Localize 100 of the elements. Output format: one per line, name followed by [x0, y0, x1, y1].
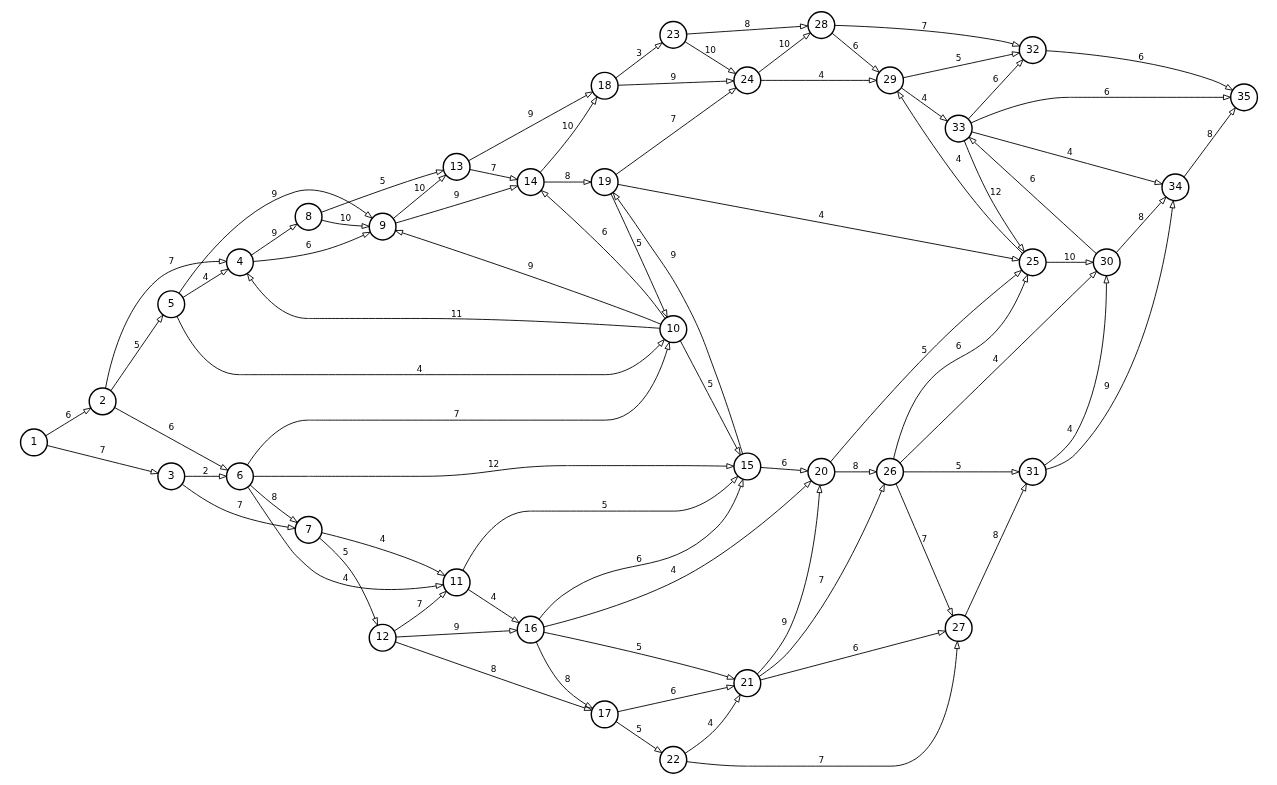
arrow [104, 258, 227, 389]
edge-label: 2 [202, 465, 208, 476]
edge-label: 7 [167, 256, 174, 267]
arrow [181, 268, 229, 298]
edge-label: 9 [670, 72, 676, 83]
arrow [610, 193, 668, 318]
edge-label: 4 [1066, 423, 1073, 434]
edge-label: 4 [818, 209, 824, 220]
node-circle: 4 [225, 248, 254, 277]
arrow [612, 192, 743, 455]
node-circle: 15 [732, 452, 761, 481]
edge-label: 8 [852, 461, 859, 472]
node-circle: 12 [368, 623, 397, 652]
arrow [896, 90, 1023, 254]
node-circle: 17 [590, 700, 619, 729]
arrow [831, 32, 880, 73]
arrow [394, 229, 661, 325]
arrow [1045, 259, 1094, 266]
arrow [535, 641, 593, 709]
arrow [1183, 107, 1236, 178]
edge-label: 9 [270, 189, 277, 200]
arrow [183, 473, 227, 480]
arrow [178, 189, 372, 294]
arrow [252, 231, 371, 262]
edge-label: 4 [416, 363, 422, 374]
arrow [967, 59, 1024, 120]
node-circle: 33 [944, 114, 973, 143]
edge-label: 5 [635, 724, 642, 735]
edge-label: 5 [955, 461, 962, 472]
edge-label: 10 [561, 121, 573, 132]
edge-label: 8 [744, 18, 750, 29]
arrow [247, 486, 444, 590]
arrow [320, 169, 444, 213]
edge-label: 11 [450, 308, 462, 319]
edge-label: 8 [1137, 212, 1144, 223]
arrow [109, 314, 163, 392]
node-circle: 1 [19, 428, 48, 457]
arrow [393, 590, 447, 632]
arrow [250, 223, 298, 256]
arrow [394, 185, 518, 224]
arrow [684, 41, 736, 74]
node-circle: 2 [88, 387, 117, 416]
arrow [467, 588, 519, 624]
node-circle: 29 [875, 66, 904, 95]
arrow [320, 219, 370, 229]
edge-label: 6 [781, 457, 787, 468]
edge-label: 5 [133, 339, 140, 350]
arrow [394, 641, 592, 711]
arrow [392, 174, 446, 219]
arrow [467, 91, 593, 162]
edge-label: 6 [852, 41, 859, 52]
edge-label: 6 [992, 74, 999, 85]
node-circle: 18 [590, 71, 619, 100]
edge-label: 7 [921, 20, 927, 31]
edge-label: 4 [342, 572, 348, 583]
arrow [1045, 50, 1233, 91]
arrow [539, 96, 597, 173]
edge-label: 8 [992, 529, 999, 540]
arrow [543, 179, 592, 185]
arrow [468, 169, 518, 181]
edge-label: 6 [1137, 51, 1144, 62]
edge-label: 9 [1103, 380, 1110, 391]
arrow [543, 631, 735, 680]
edge-label: 6 [305, 240, 311, 251]
arrow [968, 136, 1097, 255]
edge-label: 8 [270, 492, 277, 503]
edge-label: 4 [490, 592, 496, 603]
edge-label: 4 [818, 69, 824, 80]
edge-label: 6 [64, 410, 71, 421]
node-circle: 30 [1092, 248, 1121, 277]
arrow [895, 483, 953, 617]
edge-label: 6 [670, 685, 676, 696]
arrow [540, 190, 666, 320]
arrow [614, 87, 737, 175]
edge-label: 7 [818, 755, 824, 766]
edge-label: 5 [955, 52, 962, 63]
edge-label: 5 [379, 175, 385, 186]
node-circle: 8 [294, 202, 323, 231]
arrow [685, 23, 808, 35]
edge-label: 4 [202, 272, 208, 283]
node-circle: 7 [294, 515, 323, 544]
edge-label: 9 [527, 261, 533, 272]
edge-label: 6 [635, 553, 642, 564]
arrow [181, 483, 296, 531]
edge-label: 6 [852, 643, 859, 654]
arrow [758, 483, 885, 677]
arrow [44, 407, 91, 437]
edge-label: 9 [670, 249, 676, 260]
node-circle: 22 [658, 745, 687, 774]
node-circle: 19 [590, 167, 619, 197]
edge-label: 10 [704, 44, 716, 55]
edge-label: 8 [564, 674, 570, 685]
arrow [759, 77, 877, 84]
arrow [1115, 196, 1166, 253]
node-circle: 11 [442, 568, 471, 597]
arrow [834, 24, 1020, 47]
node-circle: 9 [368, 212, 397, 241]
node-circle: 13 [442, 152, 471, 181]
arrow [246, 341, 670, 466]
edge-label: 9 [527, 108, 533, 119]
